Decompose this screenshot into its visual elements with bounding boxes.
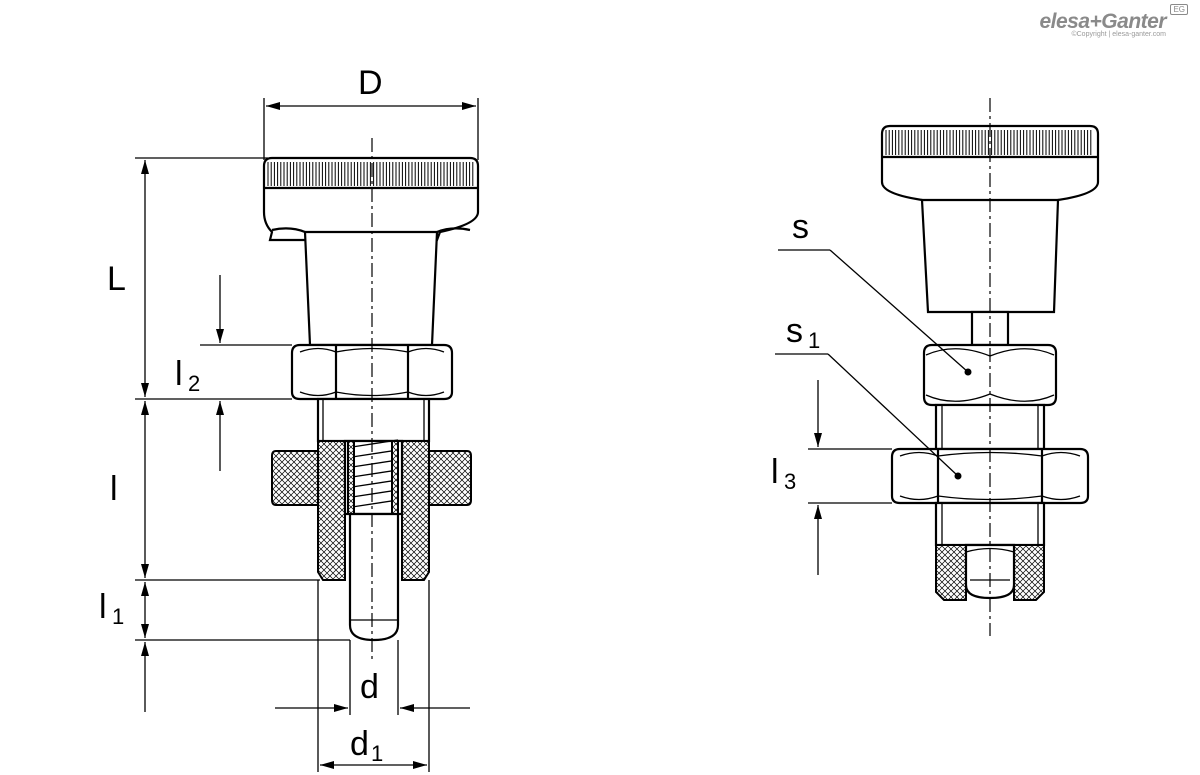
brand-badge: EG bbox=[1170, 4, 1188, 15]
sleeve-right-l bbox=[935, 544, 967, 601]
dim-d: d bbox=[360, 668, 379, 706]
sleeve-left-l bbox=[317, 440, 346, 581]
knob-head-left bbox=[262, 156, 480, 242]
svg-text:2: 2 bbox=[188, 371, 200, 396]
brand-logo: elesa+Ganter ©Copyright | elesa-ganter.c… bbox=[1039, 4, 1188, 38]
left-view: D L l 2 l l 1 d d 1 bbox=[99, 64, 480, 772]
svg-text:1: 1 bbox=[371, 741, 383, 766]
label-s1: s 1 bbox=[786, 312, 820, 353]
stem-left bbox=[303, 230, 439, 347]
svg-text:l: l bbox=[99, 588, 107, 626]
dim-l2: l 2 bbox=[175, 355, 200, 396]
dim-L: L bbox=[107, 260, 126, 298]
brand-name: elesa+Ganter bbox=[1039, 10, 1166, 33]
dim-D: D bbox=[358, 64, 383, 102]
svg-text:s: s bbox=[786, 312, 803, 350]
dim-l: l bbox=[110, 470, 118, 508]
svg-text:1: 1 bbox=[808, 328, 820, 353]
brand-copyright: ©Copyright | elesa-ganter.com bbox=[1071, 31, 1166, 38]
leader-lines-right bbox=[775, 249, 972, 480]
svg-text:d: d bbox=[350, 725, 369, 763]
svg-text:1: 1 bbox=[112, 604, 124, 629]
dimension-lines-left bbox=[141, 102, 476, 769]
dim-d1: d 1 bbox=[350, 725, 383, 766]
svg-text:l: l bbox=[771, 453, 779, 491]
thread-body-left bbox=[316, 397, 431, 443]
lock-nut-left-l bbox=[271, 450, 319, 506]
sleeve-right-r bbox=[1013, 544, 1045, 601]
indexing-pin-left bbox=[348, 512, 400, 642]
lock-nut-left-r bbox=[428, 450, 472, 506]
svg-text:l: l bbox=[175, 355, 183, 393]
right-view: s s 1 l 3 bbox=[771, 98, 1100, 636]
sleeve-left-r bbox=[401, 440, 430, 581]
label-s: s bbox=[792, 208, 809, 246]
extension-lines-left bbox=[135, 98, 479, 772]
dimension-lines-right bbox=[808, 380, 892, 575]
dim-l1: l 1 bbox=[99, 588, 124, 629]
svg-text:3: 3 bbox=[784, 469, 796, 494]
dim-l3: l 3 bbox=[771, 453, 796, 494]
